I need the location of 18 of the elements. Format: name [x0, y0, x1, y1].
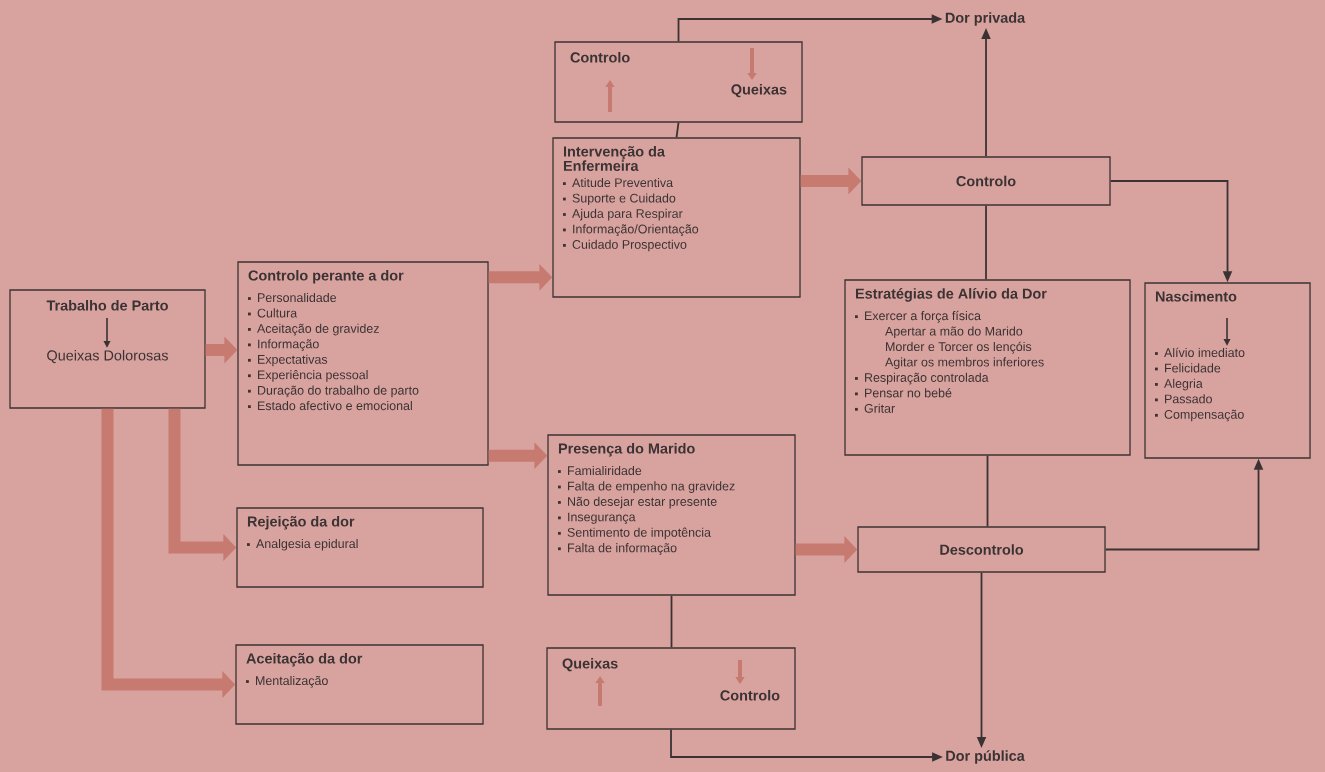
process-box: Intervenção da Enfermeira Atitude Preventiva Suporte e Cuidado Ajuda para Respirar Informação/Orientação Cuidado Prospectivo [552, 137, 801, 298]
process-box: Rejeição da dor Analgesia epidural [236, 507, 484, 588]
connector-line [986, 454, 989, 528]
node-label: Dor privada [945, 12, 1026, 26]
process-box: Estratégias de Alívio da Dor Exercer a força física Apertar a mão do Marido Morder e Torcer os lençóis Agitar os membros inferiores Respiração controlada Pensar no bebé Gritar [844, 279, 1131, 456]
connector-line [675, 121, 680, 139]
process-box: Trabalho de Parto Queixas Dolorosas [9, 289, 206, 409]
node-label: Dor pública [946, 750, 1025, 764]
connector-line [985, 204, 987, 281]
process-box: Nascimento Alívio imediato Felicidade Alegria Passado Compensação [1144, 282, 1311, 459]
process-box: Descontrolo [857, 526, 1106, 573]
process-box: Controlo [861, 156, 1111, 206]
process-box: Controlo perante a dor Personalidade Cultura Aceitação de gravidez Informação Expectativas Experiência pessoal Duração do trabalho de parto Estado afectivo e emocional [237, 261, 489, 466]
process-box: Queixas Controlo [546, 647, 796, 730]
process-box: Aceitação da dor Mentalização [235, 644, 484, 725]
process-box: Controlo Queixas [554, 41, 803, 123]
connector-line [670, 594, 673, 649]
process-box: Presença do Marido Famialiridade Falta de empenho na gravidez Não desejar estar presente Insegurança Sentimento de impotência Falta de informação [547, 434, 796, 596]
